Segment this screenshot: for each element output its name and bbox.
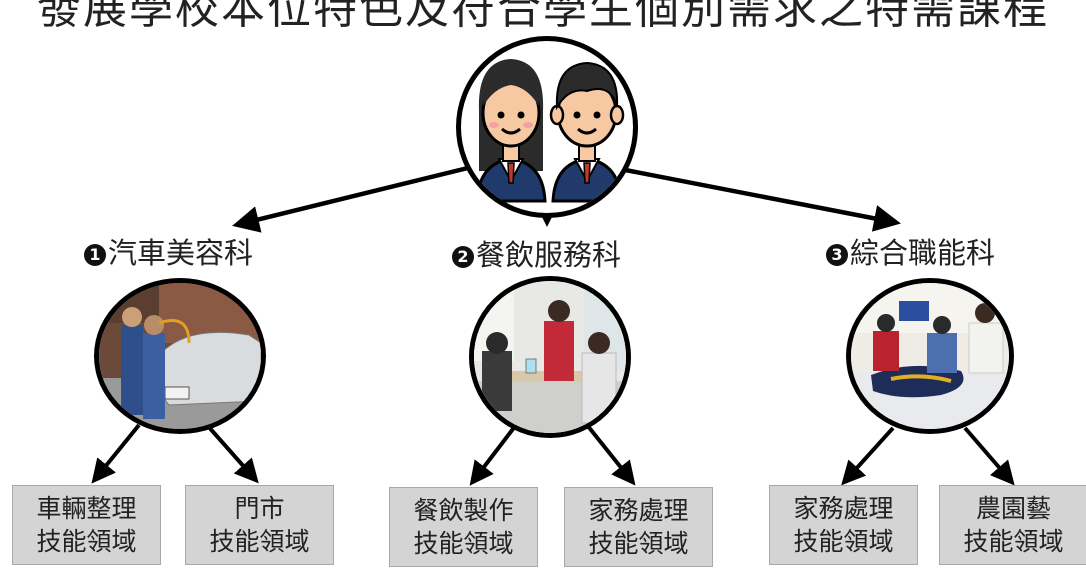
food-service-photo (469, 276, 631, 438)
arrow-dept3-left (841, 426, 895, 486)
arrow-dept3-right (963, 426, 1015, 486)
domain-box-dept3-1: 家務處理 技能領域 (769, 485, 918, 565)
arrow-to-dept-3 (614, 165, 901, 232)
vocational-class-photo (846, 278, 1014, 434)
page-title: 發展學校本位特色及符合學生個別需求之特需課程 (37, 0, 1049, 34)
arrow-dept1-right (205, 423, 259, 484)
domain-box-dept2-2: 家務處理 技能領域 (564, 487, 713, 567)
arrow-dept2-left (469, 423, 518, 486)
number-badge: 3 (826, 244, 848, 266)
number-badge: 1 (84, 244, 106, 266)
students-icon (475, 59, 625, 203)
arrow-dept1-left (91, 423, 141, 484)
domain-box-dept2-1: 餐飲製作 技能領域 (389, 487, 538, 567)
students-circle (456, 36, 638, 218)
arrow-to-dept-1 (232, 162, 481, 233)
arrow-dept2-right (585, 423, 636, 486)
domain-box-dept1-2: 門市 技能領域 (185, 485, 334, 565)
domain-box-dept3-2: 農園藝 技能領域 (939, 485, 1086, 565)
domain-box-dept1-1: 車輛整理 技能領域 (12, 485, 161, 565)
car-workshop-photo (94, 278, 266, 434)
number-badge: 2 (452, 246, 474, 268)
